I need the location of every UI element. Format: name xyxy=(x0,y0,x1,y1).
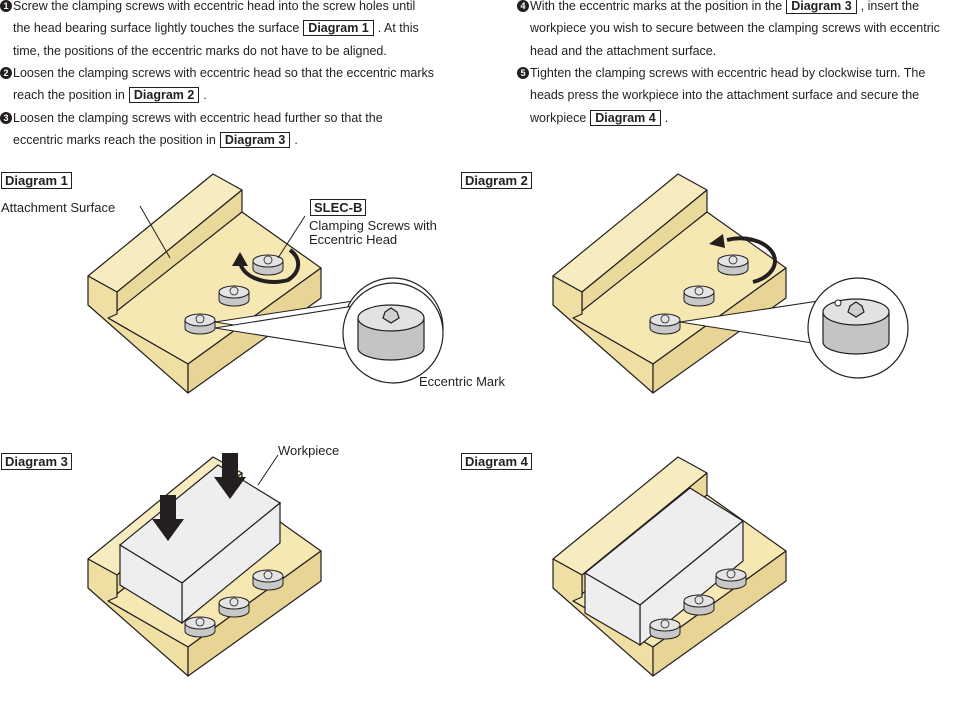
step-text: the head bearing surface lightly touches… xyxy=(13,21,300,36)
step-text: Screw the clamping screws with eccentric… xyxy=(13,0,416,13)
diagram-3-illustration xyxy=(87,282,444,677)
rotation-arrow-icon xyxy=(238,248,301,284)
eccentric-mark-label: Eccentric Mark xyxy=(419,374,505,389)
screws-label-line2: Eccentric Head xyxy=(309,232,398,247)
step-number: 2 xyxy=(0,67,12,79)
diagram-ref: Diagram 2 xyxy=(128,87,200,104)
step-number: 3 xyxy=(0,112,12,124)
diagram-2-label: Diagram 2 xyxy=(461,172,532,189)
diagram-4-label: Diagram 4 xyxy=(461,453,532,470)
step-text: Tighten the clamping screws with eccentr… xyxy=(530,66,926,80)
diagram-ref: Diagram 3 xyxy=(219,132,291,149)
step-text: eccentric marks reach the position in xyxy=(13,133,216,148)
step-text: Loosen the clamping screws with eccentri… xyxy=(13,66,435,80)
product-label: SLEC-B xyxy=(310,199,367,216)
step-number: 5 xyxy=(517,67,529,79)
workpiece-label: Workpiece xyxy=(278,443,340,458)
step-text: . At this xyxy=(377,21,419,36)
step-number: 1 xyxy=(0,0,12,12)
rotation-arrow-icon xyxy=(726,236,777,284)
step-text: . xyxy=(203,88,207,103)
diagram-1-label: Diagram 1 xyxy=(1,172,72,189)
step-text: With the eccentric marks at the position… xyxy=(530,0,783,13)
step-number: 4 xyxy=(517,0,529,12)
diagram-ref: Diagram 3 xyxy=(786,0,857,14)
step-text: head and the attachment surface. xyxy=(530,43,717,58)
diagram-3-label: Diagram 3 xyxy=(1,453,72,470)
step-text: workpiece xyxy=(530,110,587,125)
step-text: reach the position in xyxy=(13,88,125,103)
step-text: Loosen the clamping screws with eccentri… xyxy=(13,111,383,125)
workpiece xyxy=(583,487,745,647)
step-text: , insert the xyxy=(860,0,920,13)
diagram-2-illustration xyxy=(552,173,909,394)
diagram-ref: Diagram 1 xyxy=(303,20,374,37)
step-text: . xyxy=(664,110,669,125)
diagram-ref: Diagram 4 xyxy=(590,109,661,126)
attachment-surface-label: Attachment Surface xyxy=(1,200,116,215)
down-arrow-icon xyxy=(152,495,184,541)
down-arrow-icon xyxy=(214,453,246,499)
workpiece xyxy=(118,464,282,625)
screws-label-line1: Clamping Screws with xyxy=(309,218,437,233)
step-text: heads press the workpiece into the attac… xyxy=(530,88,920,103)
step-text: workpiece you wish to secure between the… xyxy=(530,21,940,36)
step-text: time, the positions of the eccentric mar… xyxy=(13,43,387,58)
diagram-4-illustration xyxy=(552,456,787,677)
step-text: . xyxy=(294,133,298,148)
